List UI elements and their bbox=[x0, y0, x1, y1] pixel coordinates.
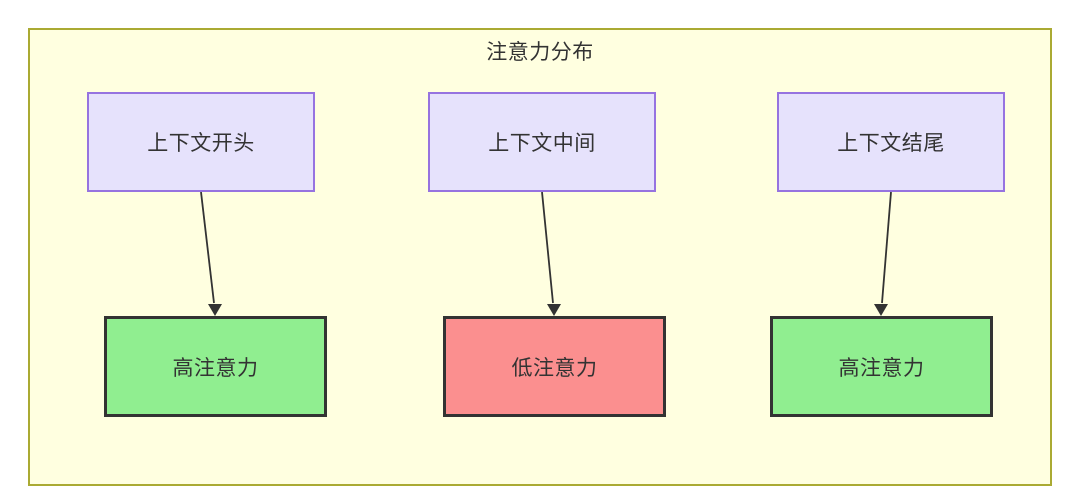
node-low-attention-middle[interactable]: 低注意力 bbox=[443, 316, 666, 417]
node-label: 低注意力 bbox=[511, 356, 598, 380]
node-label: 上下文开头 bbox=[147, 132, 255, 155]
node-label: 上下文中间 bbox=[488, 132, 596, 155]
subgraph-title: 注意力分布 bbox=[486, 41, 594, 64]
node-label: 高注意力 bbox=[172, 356, 259, 380]
node-high-attention-end[interactable]: 高注意力 bbox=[770, 316, 993, 417]
node-label: 高注意力 bbox=[838, 356, 925, 380]
node-context-start[interactable]: 上下文开头 bbox=[87, 92, 315, 192]
node-context-middle[interactable]: 上下文中间 bbox=[428, 92, 656, 192]
node-context-end[interactable]: 上下文结尾 bbox=[777, 92, 1005, 192]
node-label: 上下文结尾 bbox=[837, 132, 945, 155]
node-high-attention-start[interactable]: 高注意力 bbox=[104, 316, 327, 417]
